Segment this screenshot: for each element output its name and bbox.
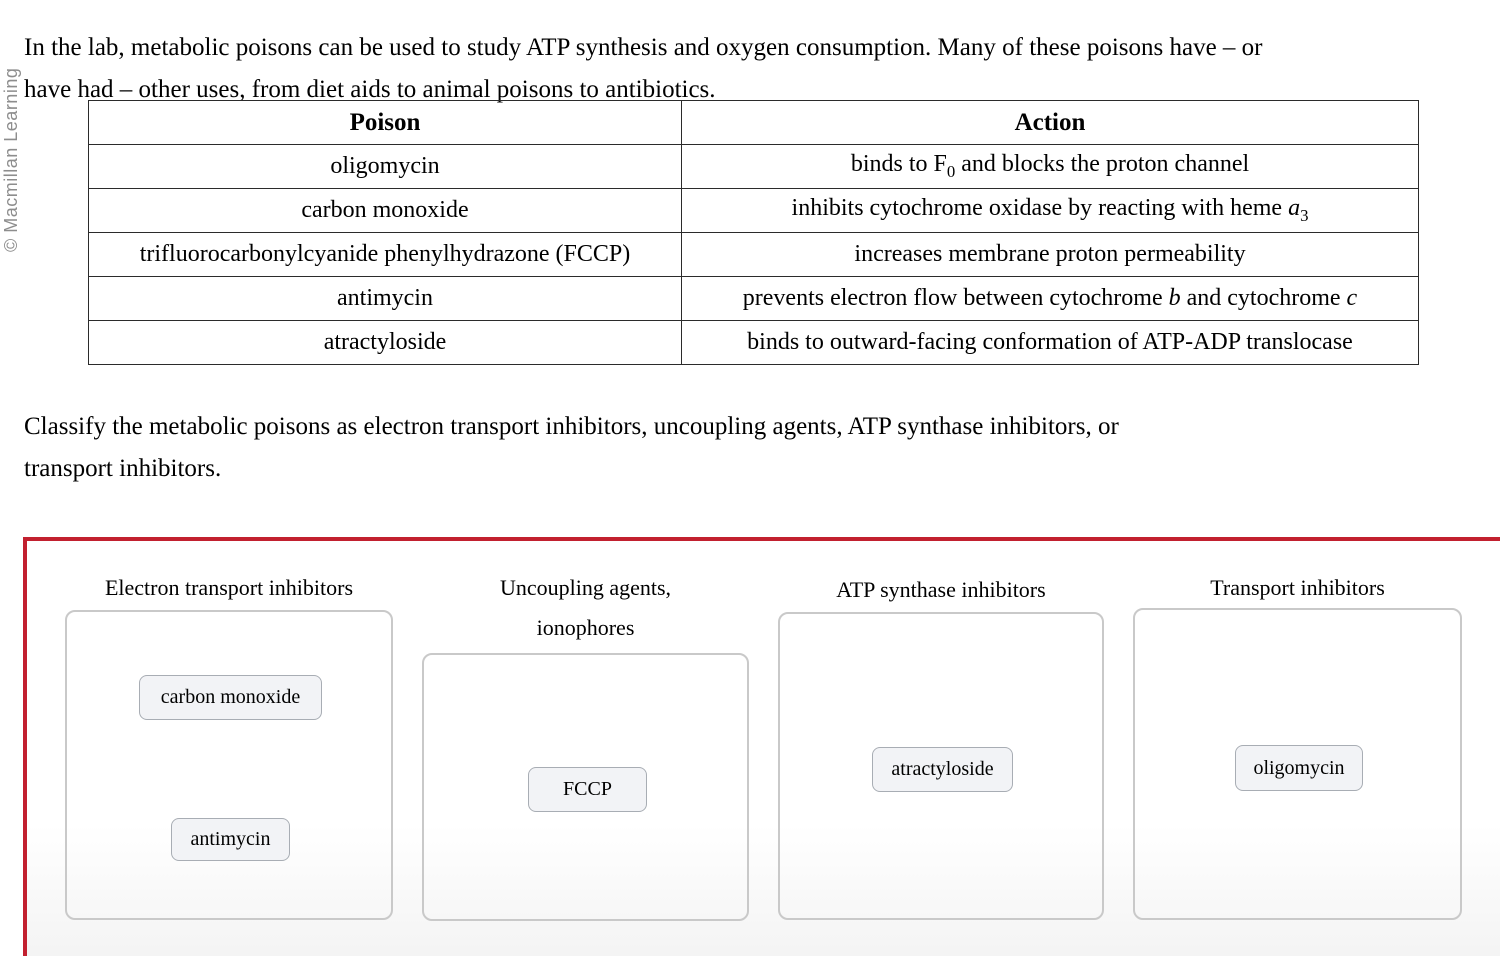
- drop-zone-atp-synthase-inhibitors[interactable]: atractyloside: [778, 612, 1104, 920]
- drop-zone-electron-transport-inhibitors[interactable]: carbon monoxide antimycin: [65, 610, 393, 920]
- poison-chip[interactable]: carbon monoxide: [139, 675, 322, 720]
- category-label-transport-inhibitors: Transport inhibitors: [1210, 575, 1385, 600]
- poison-cell: trifluorocarbonylcyanide phenylhydrazone…: [88, 232, 682, 277]
- intro-paragraph: In the lab, metabolic poisons can be use…: [24, 34, 1263, 103]
- category-label-electron-transport-inhibitors: Electron transport inhibitors: [104, 575, 354, 600]
- table-row: trifluorocarbonylcyanide phenylhydrazone…: [88, 232, 1419, 277]
- action-cell: prevents electron flow between cytochrom…: [681, 276, 1419, 321]
- action-cell: increases membrane proton permeability: [681, 232, 1419, 277]
- drop-zone-uncoupling-agents[interactable]: FCCP: [422, 653, 749, 921]
- drop-zone-transport-inhibitors[interactable]: oligomycin: [1133, 608, 1462, 920]
- poison-cell: atractyloside: [88, 320, 682, 365]
- poison-cell: oligomycin: [88, 144, 682, 189]
- action-cell: inhibits cytochrome oxidase by reacting …: [681, 188, 1419, 233]
- action-cell: binds to outward-facing conformation of …: [681, 320, 1419, 365]
- question-text: Classify the metabolic poisons as electr…: [24, 413, 1119, 482]
- category-label-atp-synthase-inhibitors: ATP synthase inhibitors: [836, 577, 1046, 602]
- action-column-header: Action: [681, 100, 1419, 145]
- macmillan-learning-watermark: © Macmillan Learning: [1, 67, 21, 252]
- category-label-uncoupling-agents: Uncoupling agents, ionophores: [499, 575, 672, 640]
- poison-cell: carbon monoxide: [88, 188, 682, 233]
- poison-chip[interactable]: FCCP: [528, 767, 647, 812]
- table-header-row: Poison Action: [88, 100, 1419, 145]
- poison-chip[interactable]: oligomycin: [1235, 745, 1363, 791]
- poison-column-header: Poison: [88, 100, 682, 145]
- poison-cell: antimycin: [88, 276, 682, 321]
- poison-chip[interactable]: atractyloside: [872, 747, 1013, 792]
- poison-chip[interactable]: antimycin: [171, 818, 290, 861]
- action-cell: binds to F0 and blocks the proton channe…: [681, 144, 1419, 189]
